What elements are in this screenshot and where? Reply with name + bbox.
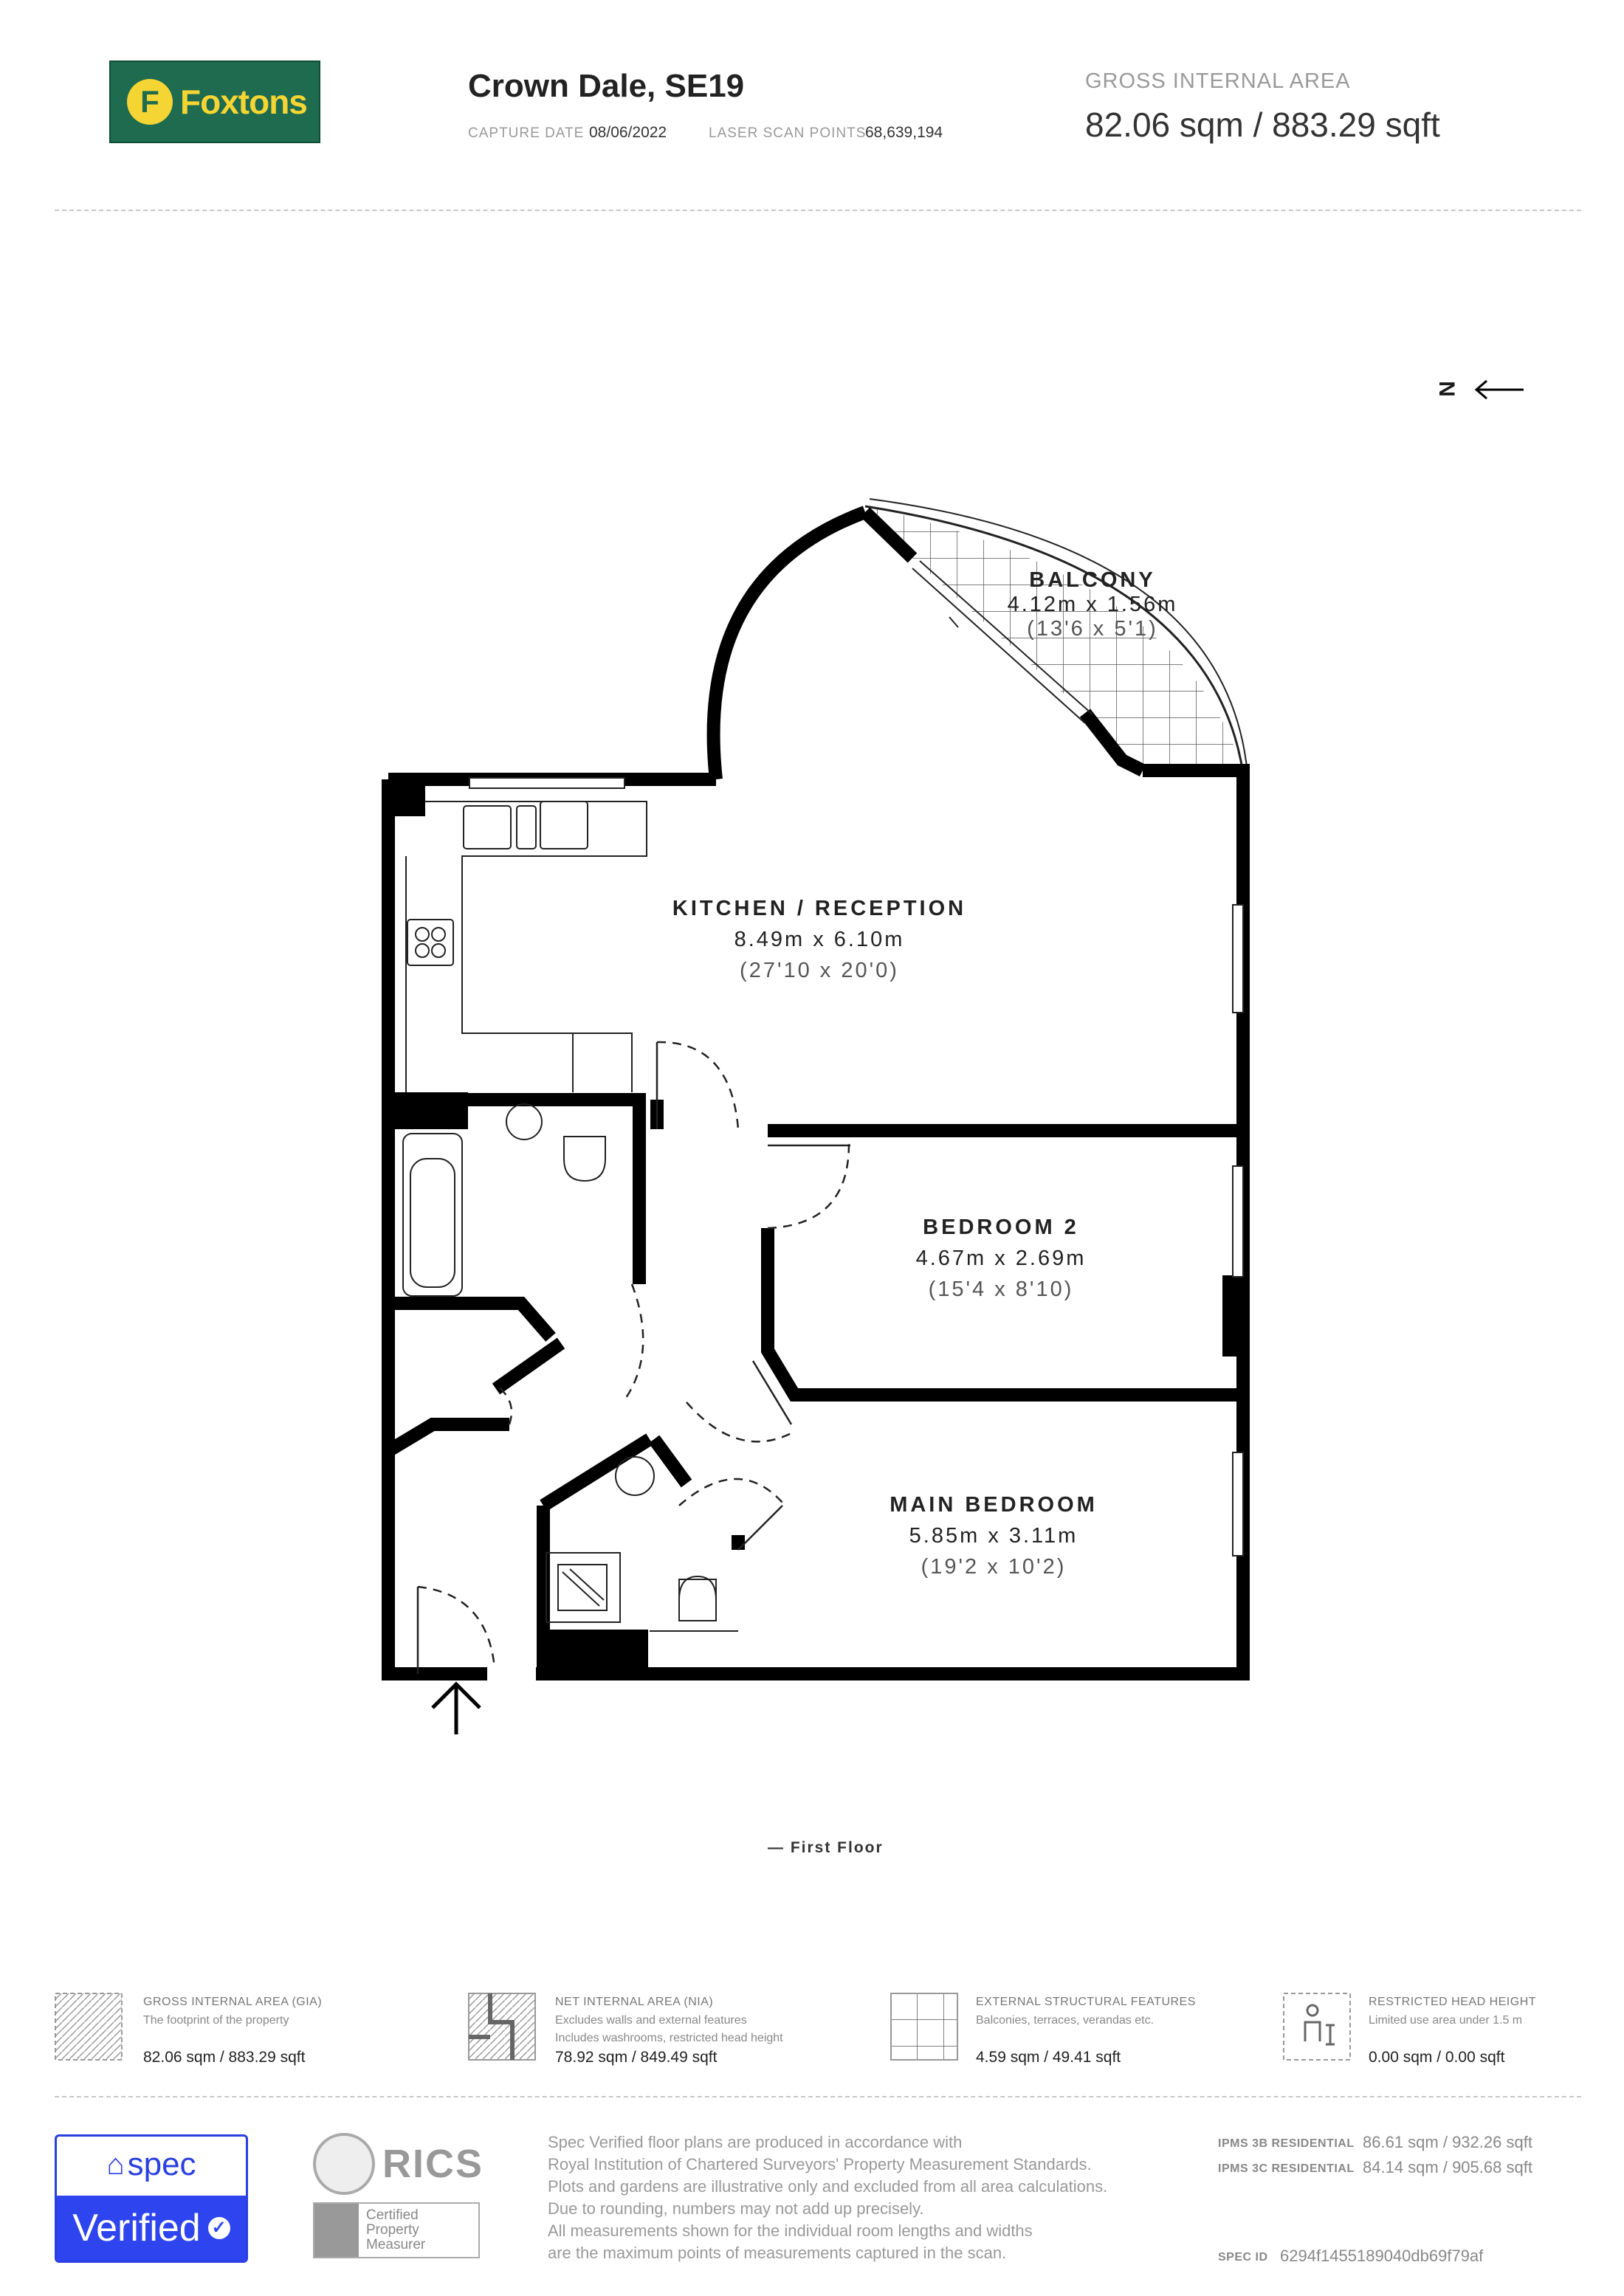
wall-block [1222,1275,1243,1356]
spec-house-icon: ⌂ [106,2148,125,2181]
rics-small-icon [314,2204,359,2257]
walls [382,506,1250,1680]
verified-banner: Verified ✓ [57,2196,246,2261]
gia-value: 82.06 sqm / 883.29 sqft [1085,106,1440,144]
legend-restricted-desc: Limited use area under 1.5 m [1369,2014,1523,2027]
legend-nia-desc-2: Includes washrooms, restricted head heig… [555,2032,783,2044]
floor-label: — First Floor [768,1839,884,1856]
disclaimer-line: Spec Verified floor plans are produced i… [548,2133,963,2151]
logo-initial: F [140,84,159,119]
brand-name: Foxtons [180,83,308,121]
disclaimer-line: Due to rounding, numbers may not add up … [548,2199,924,2218]
legend-nia-title: NET INTERNAL AREA (NIA) [555,1996,714,2008]
wall-block [543,1630,648,1674]
spec-verified-badge: ⌂ spec Verified ✓ [55,2134,248,2263]
compass-arrow-icon [1474,379,1524,400]
legend-restricted-title: RESTRICTED HEAD HEIGHT [1369,1996,1537,2008]
spec-word: spec [127,2146,196,2182]
header-divider [55,210,1581,211]
disclaimer-line: Plots and gardens are illustrative only … [548,2177,1108,2196]
legend-nia-value: 78.92 sqm / 849.49 sqft [555,2049,718,2066]
door-leaves [416,1042,850,1674]
ipms3b-label: IPMS 3B RESIDENTIAL [1218,2137,1355,2150]
verified-label: Verified [72,2207,201,2250]
ipms3c-value: 84.14 sqm / 905.68 sqft [1363,2158,1532,2176]
legend-nia-desc: Excludes walls and external features [555,2014,747,2027]
bathroom-fixtures [402,1103,738,1632]
spec-logo: ⌂ spec [57,2137,246,2193]
door-swings [417,1041,850,1669]
compass-north-label: N [1434,381,1459,397]
room-kitchen-reception: KITCHEN / RECEPTION 8.49m x 6.10m (27'10… [650,893,989,986]
legend-external-value: 4.59 sqm / 49.41 sqft [976,2049,1121,2066]
scan-points: 68,639,194 [865,124,943,141]
legend-gia-desc: The footprint of the property [143,2014,289,2027]
room-metric: 4.67m x 2.69m [915,1247,1087,1270]
legend-restricted-value: 0.00 sqm / 0.00 sqft [1369,2049,1505,2066]
rics-lion-icon [313,2133,375,2195]
room-metric: 8.49m x 6.10m [734,928,905,951]
room-imperial: (15'4 x 8'10) [928,1278,1074,1301]
legend-external-title: EXTERNAL STRUCTURAL FEATURES [976,1996,1196,2008]
logo-mark-icon: F [127,79,173,125]
wall-block [388,779,425,816]
balcony-sliding-door [912,560,1093,724]
restricted-height-legend-icon [1283,1993,1351,2061]
rics-text: RICS [382,2142,484,2186]
property-address: Crown Dale, SE19 [468,68,745,104]
legend-gia-value: 82.06 sqm / 883.29 sqft [143,2049,306,2066]
certified-line: Property [366,2222,419,2238]
room-imperial: (19'2 x 10'2) [921,1555,1067,1579]
room-bedroom-2: BEDROOM 2 4.67m x 2.69m (15'4 x 8'10) [890,1212,1112,1305]
room-name: BALCONY [1029,568,1156,592]
windows [469,777,1244,1556]
certified-line: Certified [366,2207,419,2223]
disclaimer-line: All measurements shown for the individua… [548,2221,1033,2240]
ipms3b-value: 86.61 sqm / 932.26 sqft [1363,2133,1532,2151]
room-metric: 5.85m x 3.11m [909,1524,1078,1548]
legend-divider [55,2096,1581,2097]
balcony-area [864,498,1248,774]
room-metric: 4.12m x 1.56m [1007,593,1178,616]
spec-id-label: SPEC ID [1218,2251,1268,2264]
spec-id: 6294f1455189040db69f79af [1280,2247,1484,2265]
capture-date: 08/06/2022 [589,124,667,141]
certified-line: Measurer [366,2237,426,2252]
entrance-arrow-icon [431,1681,481,1734]
check-circle-icon: ✓ [207,2217,230,2239]
certified-text: Certified Property Measurer [366,2208,425,2252]
capture-date-label: CAPTURE DATE [468,125,585,141]
legend-external-desc: Balconies, terraces, verandas etc. [976,2014,1155,2027]
foxtons-logo: F Foxtons [109,61,320,143]
gia-legend-icon [55,1993,123,2061]
kitchen-counters [405,801,647,1092]
gia-label: GROSS INTERNAL AREA [1085,69,1351,93]
scan-points-label: LASER SCAN POINTS [709,125,867,141]
nia-legend-icon [468,1993,536,2061]
room-name: MAIN BEDROOM [890,1493,1098,1517]
room-name: BEDROOM 2 [923,1216,1079,1239]
disclaimer-line: are the maximum points of measurements c… [548,2244,1007,2262]
disclaimer-line: Royal Institution of Chartered Surveyors… [548,2155,1092,2173]
rics-logo: RICS [313,2133,484,2195]
wall-block [388,1092,468,1129]
room-balcony: BALCONY 4.12m x 1.56m (13'6 x 5'1) [982,568,1203,641]
room-imperial: (27'10 x 20'0) [740,959,899,982]
room-imperial: (13'6 x 5'1) [1027,617,1158,641]
ipms3c-label: IPMS 3C RESIDENTIAL [1218,2162,1355,2175]
room-main-bedroom: MAIN BEDROOM 5.85m x 3.11m (19'2 x 10'2) [875,1489,1112,1582]
disclaimer: Spec Verified floor plans are produced i… [548,2131,1107,2264]
legend-gia-title: GROSS INTERNAL AREA (GIA) [143,1996,323,2008]
certified-measurer-badge: Certified Property Measurer [313,2202,480,2258]
external-features-legend-icon [890,1993,958,2061]
room-name: KITCHEN / RECEPTION [672,897,967,920]
